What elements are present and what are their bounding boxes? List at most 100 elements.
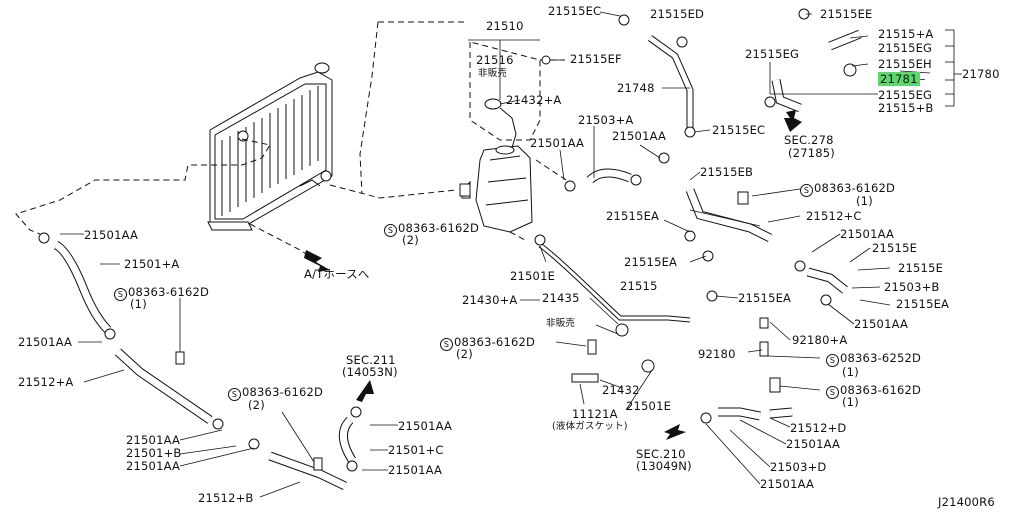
qty-2-a: (2): [402, 233, 419, 247]
label-21515EG-1: 21515EG: [878, 41, 933, 55]
label-21515B: 21515+B: [878, 101, 934, 115]
label-21515EE: 21515EE: [820, 7, 873, 21]
label-21515: 21515: [620, 279, 658, 293]
label-21780: 21780: [962, 67, 1000, 81]
qty-1-a: (1): [856, 194, 873, 208]
label-21515EC-mid: 21515EC: [712, 123, 766, 137]
label-seal-gasket: (液体ガスケット): [552, 421, 628, 432]
label-21432A: 21432+A: [506, 93, 562, 107]
label-21510: 21510: [486, 19, 524, 33]
reservoir-tank-drawing: [461, 98, 533, 233]
label-21503B: 21503+B: [884, 280, 940, 294]
qty-1-b: (1): [130, 297, 147, 311]
note-sec-210: SEC.210: [636, 447, 686, 461]
hoses: [53, 29, 862, 491]
note-at-hose: A/Tホースへ: [304, 267, 370, 281]
label-not-sold-1: 非販売: [478, 68, 508, 79]
label-21515E-b: 21515E: [898, 261, 944, 275]
label-08363-6252D-text: 08363-6252D: [840, 351, 922, 365]
label-21503D: 21503+D: [770, 460, 827, 474]
label-21515EC-top: 21515EC: [548, 4, 602, 18]
label-21515EA-d: 21515EA: [896, 297, 950, 311]
label-21432: 21432: [602, 383, 640, 397]
qty-2-b: (2): [456, 347, 473, 361]
label-21501E-b: 21501E: [626, 399, 672, 413]
label-92180: 92180: [698, 347, 736, 361]
label-21501AA-i: 21501AA: [786, 437, 841, 451]
s-circle-icon: S: [800, 184, 813, 197]
label-21501AA-l: 21501AA: [760, 477, 815, 491]
label-21515E-a: 21515E: [872, 241, 918, 255]
fasteners: [38, 8, 857, 472]
label-21515EH: 21515EH: [878, 57, 932, 71]
label-21430A: 21430+A: [462, 293, 518, 307]
note-sec-278: SEC.278: [784, 133, 834, 147]
note-sec-278-code: (27185): [788, 146, 835, 160]
label-21515EA-c: 21515EA: [738, 291, 792, 305]
qty-1-c: (1): [842, 365, 859, 379]
qty-1-d: (1): [842, 395, 859, 409]
note-sec-211: SEC.211: [346, 353, 396, 367]
label-21501AA-j: 21501AA: [126, 459, 181, 473]
label-21515EA-a: 21515EA: [606, 209, 660, 223]
direction-arrows: [304, 110, 802, 440]
label-21748: 21748: [617, 81, 655, 95]
label-08363-6162D-e-text: 08363-6162D: [840, 383, 922, 397]
diagram-code: J21400R6: [938, 495, 995, 509]
label-21435: 21435: [542, 291, 580, 305]
label-21501C: 21501+C: [388, 443, 444, 457]
label-21501AA-a: 21501AA: [530, 136, 585, 150]
label-21501B: 21501+B: [126, 446, 182, 460]
label-21512A: 21512+A: [18, 375, 74, 389]
label-21501AA-b: 21501AA: [612, 129, 667, 143]
label-21501AA-e: 21501AA: [854, 317, 909, 331]
s-circle-icon: S: [826, 386, 839, 399]
label-21515EF: 21515EF: [570, 52, 622, 66]
label-21501AA-k: 21501AA: [388, 463, 443, 477]
label-11121A: 11121A: [572, 407, 618, 421]
label-21501AA-c: 21501AA: [840, 227, 895, 241]
label-21512B: 21512+B: [198, 491, 254, 505]
label-21515A: 21515+A: [878, 27, 934, 41]
label-21501AA-h: 21501AA: [126, 433, 181, 447]
s-circle-icon: S: [826, 354, 839, 367]
label-08363-6162D-f-text: 08363-6162D: [242, 385, 324, 399]
s-circle-icon: S: [114, 288, 127, 301]
label-21515EG-2: 21515EG: [878, 88, 933, 102]
label-not-sold-2: 非販売: [546, 318, 576, 329]
qty-2-c: (2): [248, 398, 265, 412]
label-92180A: 92180+A: [792, 333, 848, 347]
s-circle-icon: S: [384, 224, 397, 237]
label-21515ED: 21515ED: [650, 7, 705, 21]
highlight-21781: 21781: [878, 72, 920, 86]
radiator-drawing: [207, 62, 333, 231]
label-08363-6162D-b-text: 08363-6162D: [398, 221, 480, 235]
s-circle-icon: S: [228, 388, 241, 401]
label-21515EB: 21515EB: [700, 165, 754, 179]
label-21501AA-g: 21501AA: [398, 419, 453, 433]
label-21512D: 21512+D: [790, 421, 847, 435]
label-08363-6162D-d-text: 08363-6162D: [454, 335, 536, 349]
label-21781: 21781–: [878, 72, 926, 86]
label-21516: 21516: [476, 53, 514, 67]
s-circle-icon: S: [440, 338, 453, 351]
label-21503A: 21503+A: [578, 113, 634, 127]
label-21515EG-3: 21515EG: [745, 47, 800, 61]
note-sec-211-code: (14053N): [342, 365, 398, 379]
label-21781-dash: –: [919, 72, 926, 86]
label-21512C: 21512+C: [806, 209, 862, 223]
label-08363-6162D-c-text: 08363-6162D: [128, 285, 210, 299]
leader-lines: [60, 11, 962, 498]
label-21501AA-f: 21501AA: [18, 335, 73, 349]
label-21515EA-b: 21515EA: [624, 255, 678, 269]
label-21501E-a: 21501E: [510, 269, 556, 283]
note-sec-210-code: (13049N): [636, 459, 692, 473]
label-21501AA-d: 21501AA: [84, 228, 139, 242]
